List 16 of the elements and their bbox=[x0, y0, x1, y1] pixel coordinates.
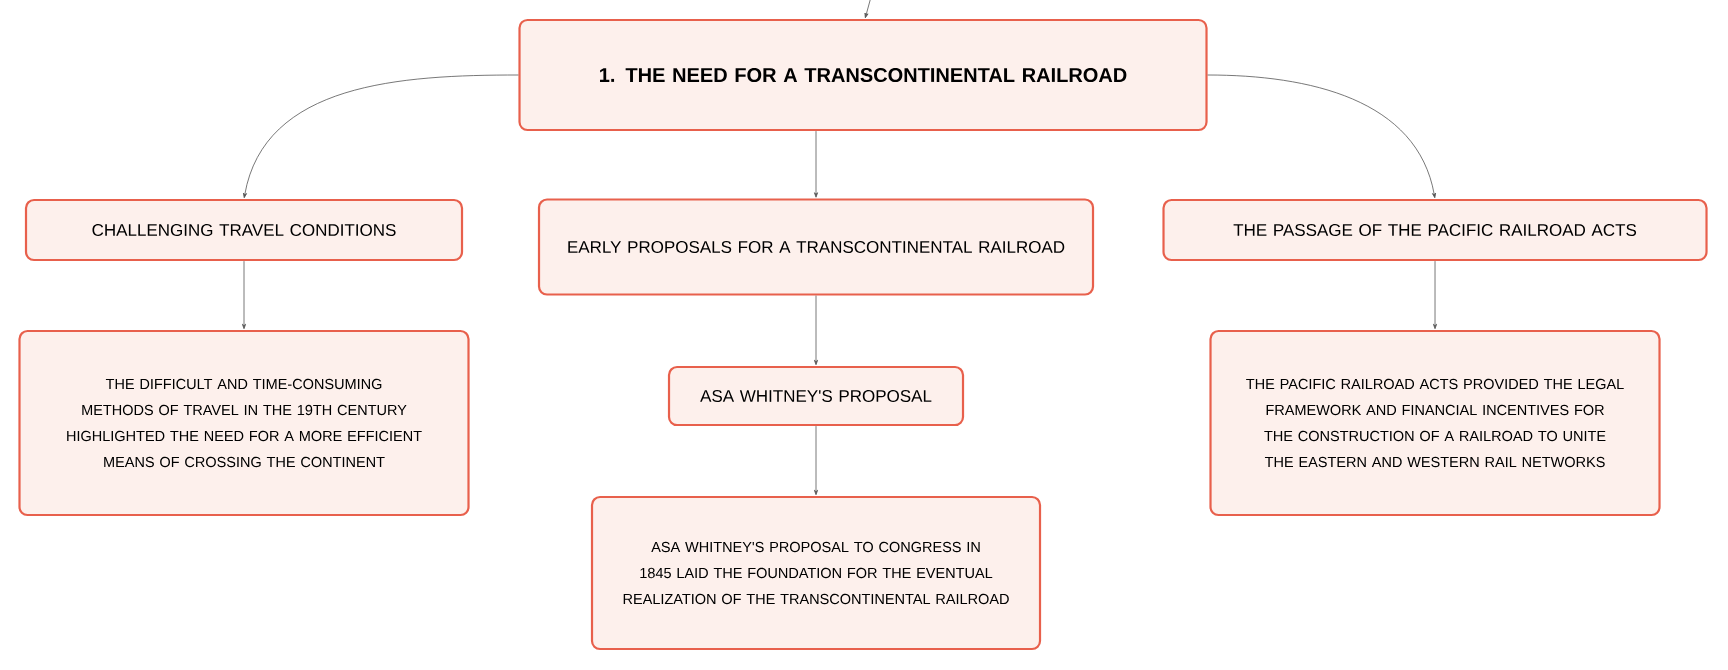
arrow bbox=[242, 260, 246, 330]
topic-box: THE PASSAGE OF THE PACIFIC RAILROAD ACTS bbox=[1162, 198, 1708, 262]
topic-box: EARLY PROPOSALS FOR A TRANSCONTINENTAL RAILROAD bbox=[537, 198, 1095, 296]
description-box: THE PACIFIC RAILROAD ACTS PROVIDED THE LEGAL FRAMEWORK AND FINANCIAL INCENTIVES FOR THE CONSTRUCTION OF A RAILROAD TO UNITE THE EASTERN AND WESTERN RAIL NETWORKS bbox=[1209, 329, 1661, 517]
title-box: 1. THE NEED FOR A TRANSCONTINENTAL RAILROAD bbox=[518, 18, 1208, 132]
arrow bbox=[1207, 74, 1436, 199]
arrow bbox=[243, 74, 519, 199]
topic-box: CHALLENGING TRAVEL CONDITIONS bbox=[24, 198, 464, 262]
arrow bbox=[864, 0, 872, 19]
arrow bbox=[814, 425, 818, 496]
arrow bbox=[814, 130, 818, 198]
topic-box: ASA WHITNEY'S PROPOSAL bbox=[667, 365, 965, 427]
arrow bbox=[814, 295, 818, 366]
description-box: THE DIFFICULT AND TIME-CONSUMING METHODS OF TRAVEL IN THE 19TH CENTURY HIGHLIGHTED THE NEED FOR A MORE EFFICIENT MEANS OF CROSSING THE CONTINENT bbox=[18, 329, 470, 517]
arrow bbox=[1433, 260, 1438, 330]
description-box: ASA WHITNEY'S PROPOSAL TO CONGRESS IN 1845 LAID THE FOUNDATION FOR THE EVENTUAL REALIZATION OF THE TRANSCONTINENTAL RAILROAD bbox=[590, 495, 1042, 651]
